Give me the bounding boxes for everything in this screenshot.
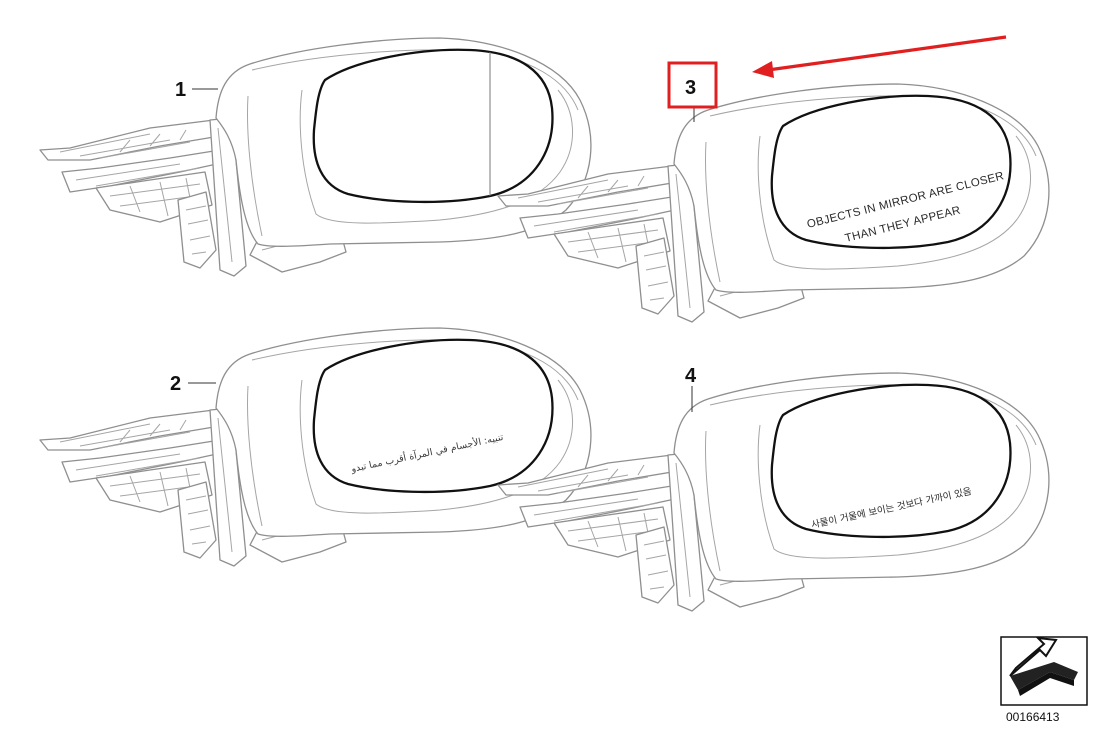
diagram-code: 00166413: [1006, 710, 1060, 724]
mirror-3: [497, 83, 1050, 323]
mirror-glass-2: [312, 338, 554, 494]
mirror-glass-3: [770, 94, 1012, 250]
highlight-arrow: [752, 35, 1007, 78]
highlight-box: [667, 61, 718, 109]
callout-4: 4: [685, 365, 697, 387]
callout-3: 3: [685, 77, 696, 99]
mirror-glass-4: [770, 383, 1012, 539]
callout-2: 2: [170, 373, 181, 395]
corner-arrow-icon: [1000, 636, 1088, 706]
mirror-1: [39, 37, 592, 277]
mirror-4: [497, 372, 1050, 612]
mirror-glass-1: [312, 48, 554, 204]
mirror-2: [39, 327, 592, 567]
callout-1: 1: [175, 79, 186, 101]
